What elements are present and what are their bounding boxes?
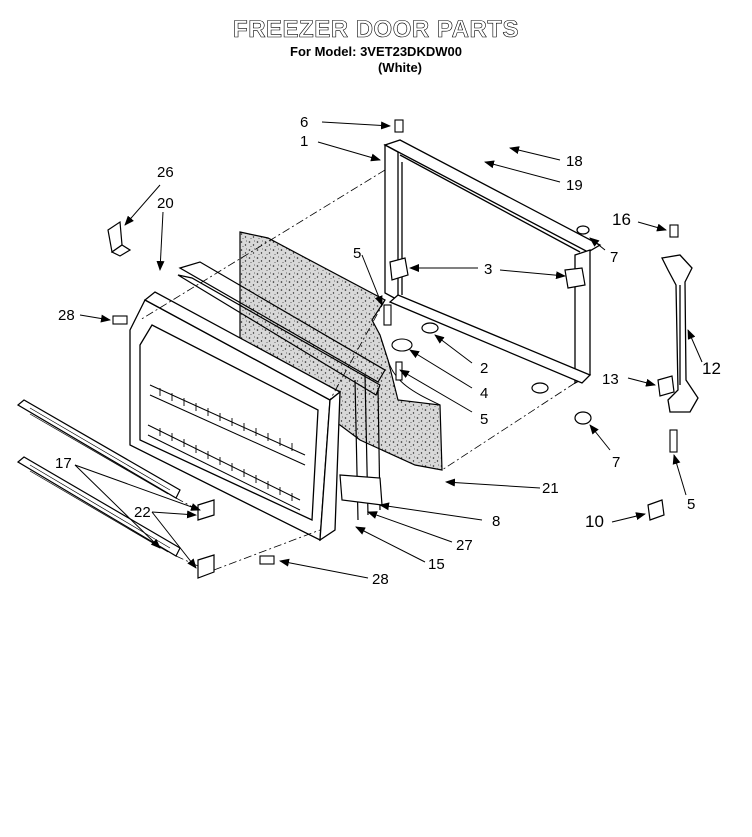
callout-1: 1 xyxy=(300,133,308,150)
callout-3: 3 xyxy=(484,261,492,278)
callout-6: 6 xyxy=(300,114,308,131)
callout-26: 26 xyxy=(157,164,174,181)
callout-13: 13 xyxy=(602,371,619,388)
door-gasket-icon xyxy=(177,261,386,521)
callout-19: 19 xyxy=(566,177,583,194)
callout-7a: 7 xyxy=(610,249,618,266)
callout-5c: 5 xyxy=(687,496,695,513)
door-handle-icon xyxy=(661,254,699,413)
callout-20: 20 xyxy=(157,195,174,212)
callout-17: 17 xyxy=(55,455,72,472)
end-cap-icon xyxy=(197,499,215,579)
callout-5a: 5 xyxy=(353,245,361,262)
callout-28b: 28 xyxy=(372,571,389,588)
callout-5b: 5 xyxy=(480,411,488,428)
model-number: For Model: 3VET23DKDW00 xyxy=(290,44,462,59)
callout-7b: 7 xyxy=(612,454,620,471)
callout-2: 2 xyxy=(480,360,488,377)
color-variant: (White) xyxy=(377,60,423,75)
callout-27: 27 xyxy=(456,537,473,554)
screw-icon xyxy=(112,119,679,565)
shelf-rail-icon xyxy=(16,399,181,557)
hinge-icon xyxy=(107,220,675,521)
door-liner-icon xyxy=(129,291,342,542)
door-frame-icon xyxy=(383,139,602,385)
callout-4: 4 xyxy=(480,385,488,402)
callout-22: 22 xyxy=(134,504,151,521)
callout-16: 16 xyxy=(612,210,631,229)
callout-10: 10 xyxy=(585,512,604,531)
callout-15: 15 xyxy=(428,556,445,573)
callout-28a: 28 xyxy=(58,307,75,324)
diagram-title: FREEZER DOOR PARTS xyxy=(233,16,519,44)
callout-12: 12 xyxy=(702,359,721,378)
callout-8: 8 xyxy=(492,513,500,530)
callout-18: 18 xyxy=(566,153,583,170)
callout-21: 21 xyxy=(542,480,559,497)
